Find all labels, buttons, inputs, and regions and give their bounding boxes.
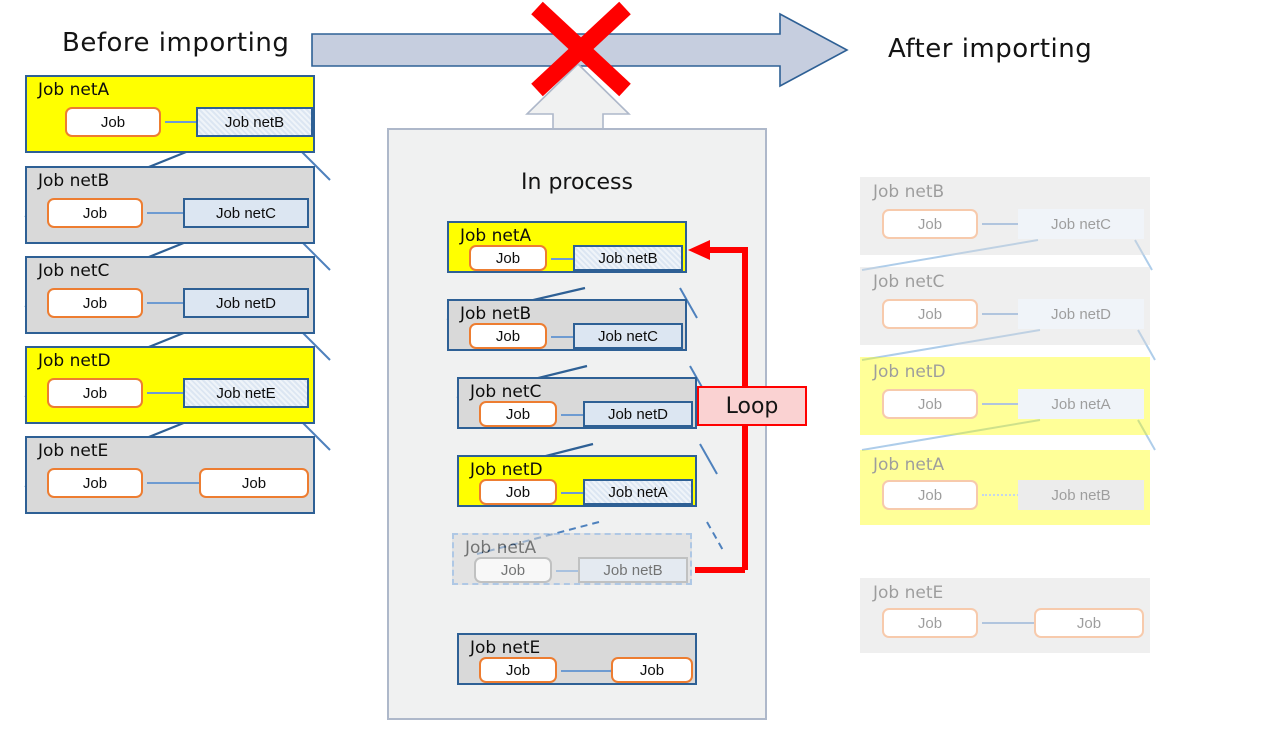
before-row-5[interactable]: Job netE Job Job	[25, 436, 315, 514]
jobnet-ref-box[interactable]: Job netC	[573, 323, 683, 349]
job-box[interactable]: Job	[882, 299, 978, 329]
jobnet-title: Job netB	[873, 182, 945, 202]
process-row-3[interactable]: Job netC Job Job netD	[457, 377, 697, 429]
jobnet-ref-box[interactable]: Job netB	[573, 245, 683, 271]
flow-arrow-icon	[561, 410, 601, 420]
job-box-end[interactable]: Job	[1034, 608, 1144, 638]
flow-arrow-icon	[982, 219, 1030, 229]
jobnet-title: Job netC	[470, 382, 542, 402]
job-box[interactable]: Job	[47, 198, 143, 228]
flow-arrow-icon	[551, 332, 591, 342]
jobnet-title: Job netE	[873, 583, 944, 603]
jobnet-ref-box[interactable]: Job netC	[1018, 209, 1144, 239]
after-row-3[interactable]: Job netD Job Job netA	[860, 357, 1150, 435]
jobnet-ref-box[interactable]: Job netA	[1018, 389, 1144, 419]
job-box[interactable]: Job	[882, 480, 978, 510]
flow-arrow-icon	[982, 399, 1030, 409]
job-box[interactable]: Job	[882, 209, 978, 239]
jobnet-title: Job netB	[460, 304, 532, 324]
flow-arrow-icon	[147, 208, 195, 218]
process-row-2[interactable]: Job netB Job Job netC	[447, 299, 687, 351]
job-box[interactable]: Job	[47, 378, 143, 408]
job-box[interactable]: Job	[47, 468, 143, 498]
page-title-after: After importing	[888, 34, 1093, 64]
blocked-x-icon	[531, 1, 631, 97]
after-row-2[interactable]: Job netC Job Job netD	[860, 267, 1150, 345]
after-row-1[interactable]: Job netB Job Job netC	[860, 177, 1150, 255]
job-box[interactable]: Job	[474, 557, 552, 583]
jobnet-title: Job netD	[873, 362, 946, 382]
jobnet-ref-box[interactable]: Job netC	[183, 198, 309, 228]
jobnet-ref-box[interactable]: Job netB	[578, 557, 688, 583]
job-box-end[interactable]: Job	[611, 657, 693, 683]
flow-arrow-icon	[165, 117, 213, 127]
jobnet-title: Job netA	[38, 80, 110, 100]
jobnet-ref-box[interactable]: Job netB	[1018, 480, 1144, 510]
flow-arrow-icon	[147, 478, 217, 488]
job-box-end[interactable]: Job	[199, 468, 309, 498]
before-row-4[interactable]: Job netD Job Job netE	[25, 346, 315, 424]
jobnet-title: Job netC	[873, 272, 945, 292]
process-row-5-ghost[interactable]: Job netA Job Job netB	[452, 533, 692, 585]
before-row-2[interactable]: Job netB Job Job netC	[25, 166, 315, 244]
process-row-1[interactable]: Job netA Job Job netB	[447, 221, 687, 273]
flow-arrow-icon	[556, 566, 596, 576]
in-process-title: In process	[521, 170, 633, 195]
job-box[interactable]: Job	[65, 107, 161, 137]
after-connectors	[861, 239, 1156, 451]
flow-arrow-icon	[551, 254, 591, 264]
jobnet-ref-box[interactable]: Job netD	[1018, 299, 1144, 329]
flow-arrow-icon	[982, 618, 1052, 628]
flow-arrow-icon	[561, 488, 601, 498]
process-row-6[interactable]: Job netE Job Job	[457, 633, 697, 685]
jobnet-title: Job netB	[38, 171, 110, 191]
jobnet-title: Job netD	[470, 460, 543, 480]
page-title-before: Before importing	[62, 28, 290, 58]
jobnet-ref-box[interactable]: Job netD	[583, 401, 693, 427]
job-box[interactable]: Job	[479, 479, 557, 505]
job-box[interactable]: Job	[882, 608, 978, 638]
jobnet-ref-box[interactable]: Job netD	[183, 288, 309, 318]
jobnet-title: Job netA	[873, 455, 945, 475]
loop-badge[interactable]: Loop	[697, 386, 807, 426]
flow-arrow-icon	[147, 388, 195, 398]
after-row-4[interactable]: Job netA Job Job netB	[860, 450, 1150, 525]
flow-arrow-icon	[982, 309, 1030, 319]
flow-arrow-icon	[561, 666, 621, 676]
jobnet-title: Job netC	[38, 261, 110, 281]
jobnet-ref-box[interactable]: Job netB	[196, 107, 313, 137]
jobnet-title: Job netD	[38, 351, 111, 371]
after-row-5[interactable]: Job netE Job Job	[860, 578, 1150, 653]
job-box[interactable]: Job	[479, 657, 557, 683]
loop-path-icon	[688, 240, 748, 573]
jobnet-title: Job netA	[465, 538, 537, 558]
job-box[interactable]: Job	[469, 323, 547, 349]
jobnet-title: Job netE	[38, 441, 109, 461]
before-row-1[interactable]: Job netA Job Job netB	[25, 75, 315, 153]
job-box[interactable]: Job	[469, 245, 547, 271]
job-box[interactable]: Job	[882, 389, 978, 419]
jobnet-title: Job netA	[460, 226, 532, 246]
flow-arrow-dashed-icon	[982, 490, 1030, 500]
before-row-3[interactable]: Job netC Job Job netD	[25, 256, 315, 334]
jobnet-ref-box[interactable]: Job netA	[583, 479, 693, 505]
job-box[interactable]: Job	[479, 401, 557, 427]
jobnet-title: Job netE	[470, 638, 541, 658]
process-row-4[interactable]: Job netD Job Job netA	[457, 455, 697, 507]
jobnet-ref-box[interactable]: Job netE	[183, 378, 309, 408]
flow-arrow-icon	[147, 298, 195, 308]
job-box[interactable]: Job	[47, 288, 143, 318]
